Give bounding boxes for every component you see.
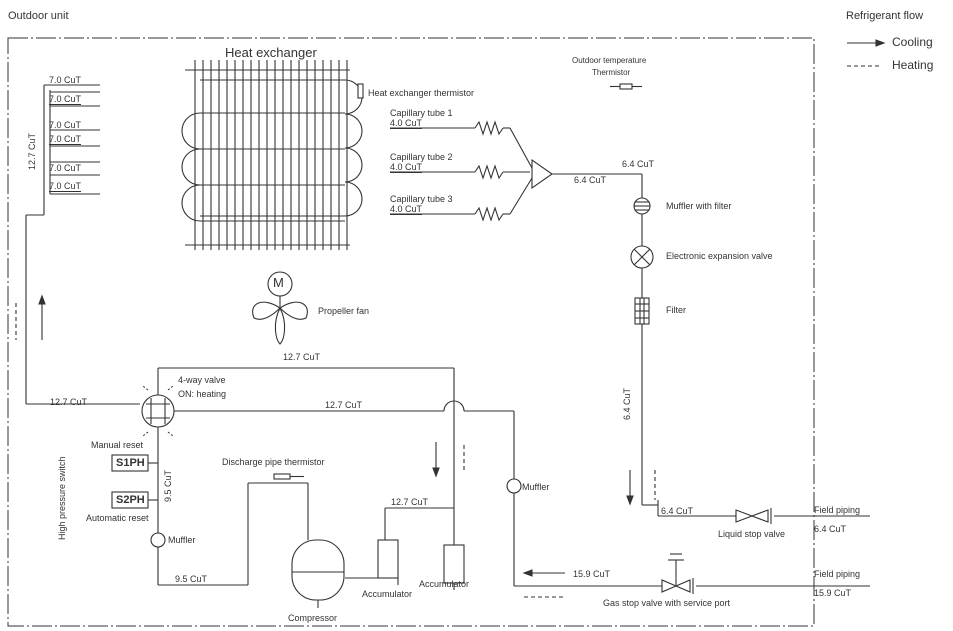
- legend-cooling-label: Cooling: [892, 35, 933, 49]
- pipe-label-15-9: 15.9 CuT: [573, 569, 611, 579]
- pipe-label-12-7: 12.7 CuT: [391, 497, 429, 507]
- muffler-with-filter-symbol: [633, 197, 651, 215]
- header-tubes: [25, 84, 140, 405]
- heat-exchanger-thermistor-symbol: [357, 83, 364, 99]
- accumulator-right-label: Accumulator: [419, 579, 470, 589]
- expansion-valve-symbol: [630, 245, 654, 269]
- compressor-label: Compressor: [288, 613, 338, 623]
- pipe-label-4-0: 4.0 CuT: [390, 204, 423, 215]
- heat-exchanger-label: Heat exchanger: [225, 45, 317, 60]
- field-pipe-6-4-label: 6.4 CuT: [814, 524, 847, 534]
- high-pressure-switch-label: High pressure switch: [57, 456, 67, 540]
- pipe-label-7-0: 7.0 CuT: [49, 134, 82, 145]
- heat-exchanger-thermistor-label: Heat exchanger thermistor: [368, 88, 475, 98]
- pipe-label-7-0: 7.0 CuT: [49, 75, 82, 85]
- pipe-label-12-7-vertical: 12.7 CuT: [27, 132, 37, 170]
- liquid-line: [642, 500, 870, 524]
- filter-label: Filter: [666, 305, 686, 315]
- unit-boundary: [7, 37, 815, 627]
- discharge-thermistor-symbol: [273, 473, 304, 480]
- pipe-label-7-0: 7.0 CuT: [49, 94, 82, 105]
- heat-exchanger-coil: [181, 60, 363, 250]
- pipe-label-4-0: 4.0 CuT: [390, 118, 423, 129]
- motor-symbol-label: M: [273, 275, 284, 290]
- pipe-label-7-0: 7.0 CuT: [49, 163, 82, 173]
- compressor-symbol: [291, 539, 345, 608]
- pipe-label-12-7: 12.7 CuT: [325, 400, 363, 410]
- muffler-right-label: Muffler: [522, 482, 550, 492]
- accumulator-left-symbol: [377, 539, 399, 579]
- pipe-label-6-4: 6.4 CuT: [622, 159, 655, 169]
- filter-symbol: [634, 297, 650, 325]
- field-piping-liquid-label: Field piping: [814, 505, 861, 515]
- four-way-valve-state-label: ON: heating: [178, 389, 227, 399]
- accumulator-left-label: Accumulator: [362, 589, 413, 599]
- legend-title: Refrigerant flow: [846, 10, 924, 22]
- gas-stop-valve-label: Gas stop valve with service port: [603, 598, 731, 608]
- pipe-label-7-0: 7.0 CuT: [49, 120, 82, 130]
- pipe-label-9-5: 9.5 CuT: [175, 574, 208, 584]
- s1ph-label: S1PH: [116, 457, 145, 469]
- propeller-fan-label: Propeller fan: [318, 306, 370, 316]
- accumulator-right-symbol: [443, 544, 465, 584]
- field-piping-gas-label: Field piping: [814, 569, 861, 579]
- muffler-with-filter-label: Muffler with filter: [666, 201, 732, 211]
- muffler-left-label: Muffler: [168, 535, 196, 545]
- pipe-label-12-7: 12.7 CuT: [283, 352, 321, 362]
- liquid-stop-valve-label: Liquid stop valve: [718, 529, 786, 539]
- s2ph-box: [111, 491, 149, 509]
- s2ph-label: S2PH: [116, 494, 145, 506]
- cooling-flow-arrows: [38, 39, 886, 577]
- s1ph-box: [111, 454, 149, 472]
- pipe-label-9-5-vertical: 9.5 CuT: [163, 469, 173, 502]
- capillary-tube-1-label: Capillary tube 1: [390, 108, 453, 118]
- outdoor-thermistor-label-1: Outdoor temperature: [572, 56, 647, 65]
- pipe-label-6-4-vertical: 6.4 CuT: [622, 387, 632, 420]
- propeller-fan-symbol: [252, 271, 308, 345]
- heating-flow-arrows: [15, 65, 880, 598]
- pipe-label-6-4: 6.4 CuT: [661, 506, 694, 516]
- unit-title: Outdoor unit: [8, 10, 69, 22]
- muffler-right-symbol: [506, 478, 522, 494]
- four-way-valve-label: 4-way valve: [178, 375, 226, 385]
- outdoor-thermistor-symbol: [610, 83, 642, 90]
- pipe-label-7-0: 7.0 CuT: [49, 181, 82, 192]
- outdoor-thermistor-label-2: Thermistor: [592, 68, 631, 77]
- pipe-label-4-0: 4.0 CuT: [390, 162, 423, 173]
- field-pipe-15-9-label: 15.9 CuT: [814, 588, 852, 598]
- capillary-tube-3-label: Capillary tube 3: [390, 194, 453, 204]
- automatic-reset-label: Automatic reset: [86, 513, 149, 523]
- manual-reset-label: Manual reset: [91, 440, 144, 450]
- legend-heating-label: Heating: [892, 58, 934, 72]
- main-piping: [148, 367, 870, 594]
- capillary-tube-2-label: Capillary tube 2: [390, 152, 453, 162]
- pipe-label-6-4: 6.4 CuT: [574, 175, 607, 185]
- pipe-label-12-7: 12.7 CuT: [50, 397, 88, 407]
- capillary-tubes: [390, 120, 643, 505]
- expansion-valve-label: Electronic expansion valve: [666, 251, 773, 261]
- muffler-left-symbol: [150, 532, 166, 548]
- discharge-thermistor-label: Discharge pipe thermistor: [222, 457, 325, 467]
